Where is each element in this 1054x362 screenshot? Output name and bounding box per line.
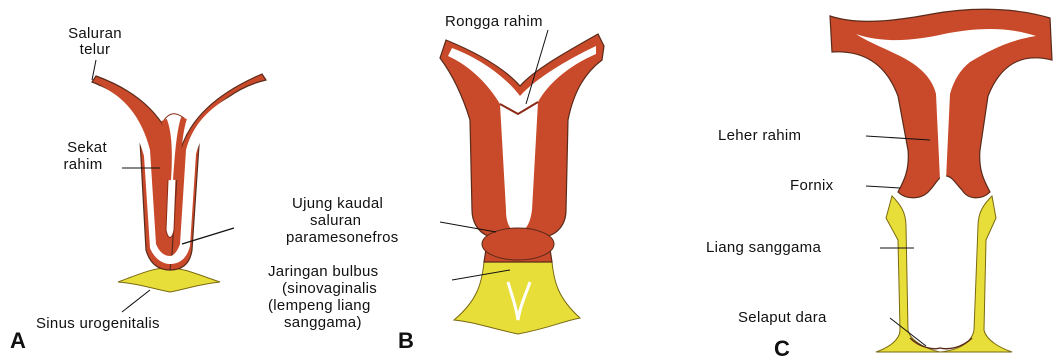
panel-letter-b: B [398, 328, 414, 354]
label-ujung-kaudal-line3: paramesonefros [286, 230, 399, 245]
panel-b-bulbus [454, 262, 580, 334]
panel-letter-c: C [774, 336, 790, 362]
label-saluran-telur-line2: telur [60, 42, 130, 57]
label-liang-sanggama: Liang sanggama [706, 240, 821, 255]
label-jaringan-bulbus-line1: Jaringan bulbus [268, 264, 378, 279]
panel-c-vagina-lumen [906, 206, 976, 344]
label-fornix: Fornix [790, 178, 833, 193]
panel-letter-a: A [10, 328, 26, 354]
panel-a-sinus-shape [118, 268, 220, 292]
label-leher-rahim: Leher rahim [718, 128, 801, 143]
label-sekat-rahim-line2: rahim [48, 157, 118, 172]
panel-c-drawing [830, 9, 1052, 352]
label-sekat-rahim-line1: Sekat [52, 140, 122, 155]
label-ujung-kaudal-line2: saluran [310, 213, 361, 228]
label-sinus-urogenitalis: Sinus urogenitalis [36, 316, 160, 331]
label-rongga-rahim: Rongga rahim [445, 14, 543, 29]
label-saluran-telur-line1: Saluran [60, 26, 130, 41]
label-ujung-kaudal-line1: Ujung kaudal [292, 196, 383, 211]
label-selaput-dara: Selaput dara [738, 310, 827, 325]
label-jaringan-bulbus-line2: (sinovaginalis [282, 281, 377, 296]
panel-b-drawing [440, 30, 604, 334]
label-jaringan-bulbus-line3: (lempeng liang [268, 298, 371, 313]
panel-a-drawing [92, 60, 266, 312]
label-jaringan-bulbus-line4: sanggama) [284, 315, 362, 330]
